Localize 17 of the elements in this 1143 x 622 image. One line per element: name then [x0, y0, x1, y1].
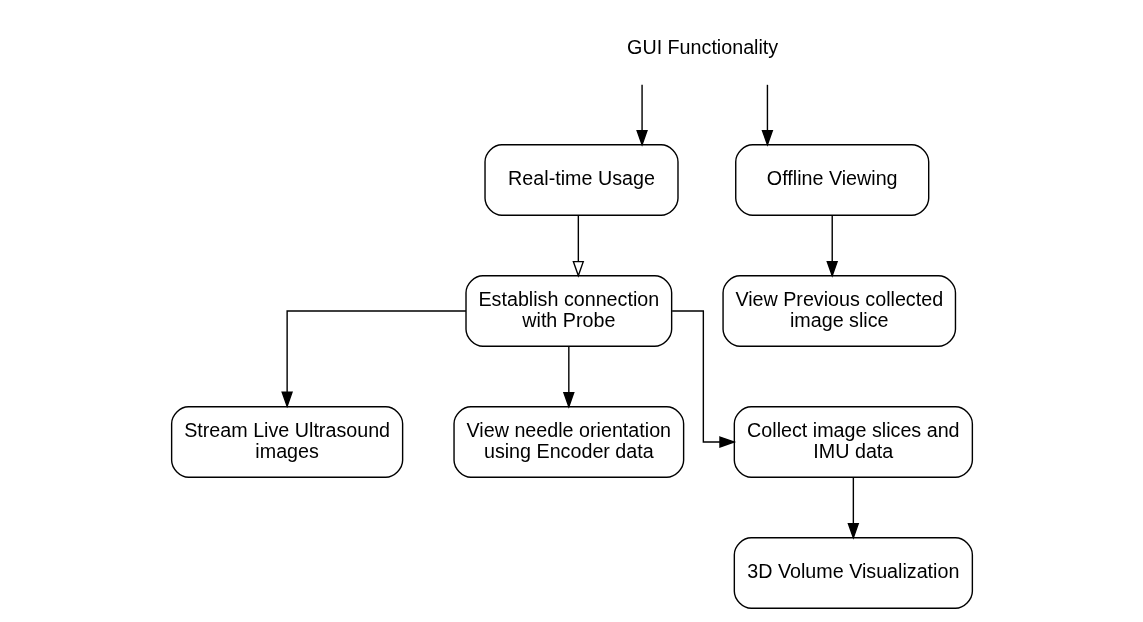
arrow [670, 310, 736, 448]
node-box: Real-time Usage [483, 144, 679, 216]
node-box: Stream Live Ultrasound images [170, 406, 403, 478]
arrow [825, 215, 838, 278]
arrow [280, 310, 467, 409]
node-box: View Previous collected image slice [721, 275, 956, 347]
node-box: Offline Viewing [734, 144, 929, 216]
arrow [571, 215, 584, 278]
node-box: Collect image slices and IMU data [733, 406, 973, 478]
arrow [761, 84, 773, 147]
node-box: Establish connection with Probe [464, 275, 672, 347]
node-text: GUI Functionality [626, 36, 778, 59]
arrow [562, 346, 575, 409]
node-box: 3D Volume Visualization [733, 537, 973, 609]
arrow [846, 477, 859, 540]
node-box: View needle orientation using Encoder data [452, 406, 684, 478]
arrow [635, 84, 648, 147]
